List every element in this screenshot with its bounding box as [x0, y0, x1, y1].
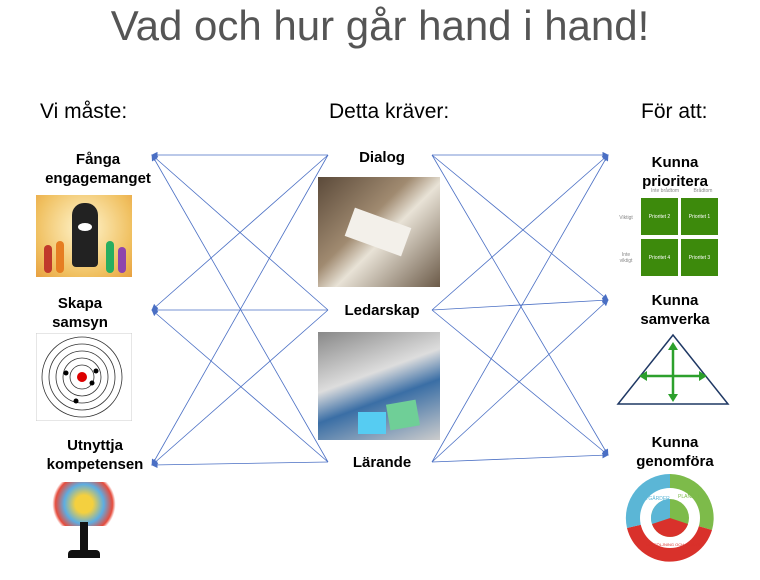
- leadership-photo: [318, 332, 440, 440]
- slide-title: Vad och hur går hand i hand!: [110, 2, 650, 49]
- left-item-engagement: Fånga engagemanget: [45, 151, 151, 187]
- middle-item-dialog: Dialog: [359, 149, 405, 166]
- connection-arrow: [431, 309, 609, 456]
- matrix-cell: Prioritet 2: [641, 198, 678, 235]
- matrix-cell: Prioritet 4: [641, 239, 678, 276]
- connection-arrow: [431, 154, 609, 301]
- target-circles-image: [36, 333, 132, 421]
- middle-column-header: Detta kräver:: [329, 100, 450, 123]
- cycle-diagram: ÅTGÄRDER PLANERING UPPFÖLJNING OCH ANALY…: [625, 473, 714, 562]
- priority-matrix: Inte brådtom Brådtom Viktigt Inte viktig…: [610, 185, 730, 280]
- right-item-samverka: Kunna samverka: [640, 292, 710, 328]
- matrix-row-header: Inte viktigt: [619, 252, 633, 264]
- left-column-header: Vi måste:: [40, 100, 127, 124]
- connection-arrow: [151, 309, 329, 463]
- right-item-genomfora: Kunna genomföra: [636, 434, 714, 470]
- connection-arrow: [431, 452, 609, 463]
- matrix-col-header: Brådtom: [693, 188, 713, 194]
- matrix-col-header: Inte brådtom: [650, 188, 680, 194]
- left-item-samsyn: Skapa samsyn: [52, 295, 108, 331]
- connection-arrow: [151, 309, 329, 466]
- matrix-row-header: Viktigt: [619, 215, 633, 221]
- connection-arrow: [151, 154, 329, 311]
- cycle-label: PLANERING: [678, 494, 707, 500]
- connection-arrow: [431, 299, 609, 463]
- right-item-prioritera: Kunna prioritera: [642, 154, 708, 190]
- cycle-label: ÅTGÄRDER: [642, 495, 670, 502]
- connection-arrow: [431, 297, 609, 311]
- matrix-cell: Prioritet 1: [681, 198, 718, 235]
- left-header-text: Vi måste:: [40, 100, 128, 123]
- right-column-header: För att:: [641, 100, 708, 123]
- connection-arrow: [151, 154, 329, 463]
- dialog-photo: [318, 177, 440, 287]
- middle-item-larande: Lärande: [352, 454, 412, 471]
- raised-hands-image: [36, 195, 132, 277]
- cycle-label: UPPFÖLJNING OCH ANALYS: [646, 542, 701, 547]
- middle-item-ledarskap: Ledarskap: [344, 302, 420, 319]
- connection-arrow: [431, 154, 609, 311]
- matrix-cell: Prioritet 3: [681, 239, 718, 276]
- left-item-kompetens: Utnyttja kompetensen: [46, 437, 144, 473]
- book-tree-image: [40, 476, 128, 558]
- connection-arrow: [431, 154, 609, 463]
- connection-arrow: [151, 461, 329, 469]
- cooperation-triangle-icon: [616, 333, 730, 405]
